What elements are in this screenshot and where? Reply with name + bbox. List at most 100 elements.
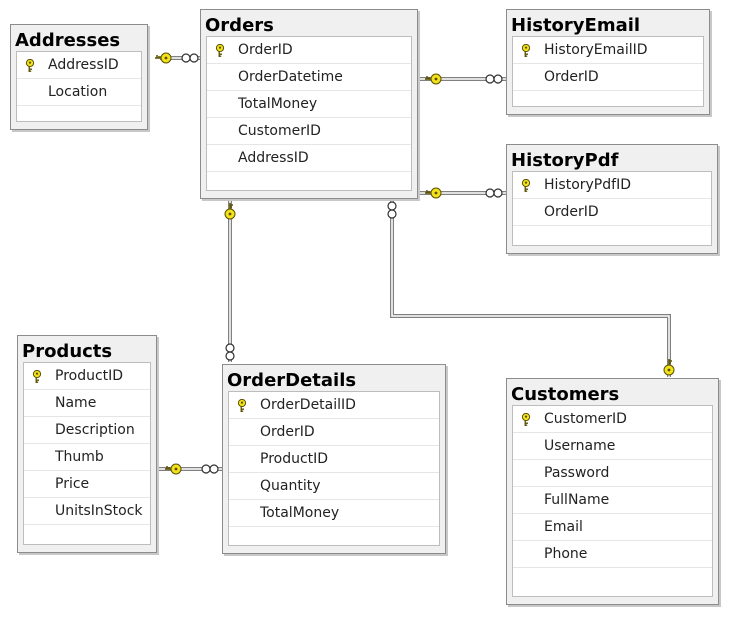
primary-key-icon	[521, 179, 531, 192]
column-row[interactable]: ProductID	[24, 363, 150, 390]
column-row[interactable]: Quantity	[229, 473, 439, 500]
column-name: Description	[55, 422, 135, 438]
primary-key-icon	[32, 370, 42, 383]
key-icon	[224, 203, 236, 220]
row-selector[interactable]	[24, 417, 49, 443]
many-icon	[201, 464, 219, 474]
column-row[interactable]: UnitsInStock	[24, 498, 150, 525]
row-selector[interactable]	[229, 392, 254, 418]
row-selector[interactable]	[229, 500, 254, 526]
row-selector[interactable]	[17, 79, 42, 105]
column-name: TotalMoney	[238, 96, 318, 112]
column-name: OrderDatetime	[238, 69, 343, 85]
column-row[interactable]: HistoryEmailID	[513, 37, 703, 64]
row-selector[interactable]	[24, 363, 49, 389]
column-row[interactable]: OrderDatetime	[207, 64, 411, 91]
column-row[interactable]: Description	[24, 417, 150, 444]
row-selector[interactable]	[513, 199, 538, 225]
column-row[interactable]: CustomerID	[513, 406, 712, 433]
column-name: CustomerID	[544, 411, 627, 427]
primary-key-icon	[521, 44, 531, 57]
column-row[interactable]: CustomerID	[207, 118, 411, 145]
column-row[interactable]: Username	[513, 433, 712, 460]
many-icon	[181, 53, 199, 63]
row-selector[interactable]	[513, 172, 538, 198]
column-name: TotalMoney	[260, 505, 340, 521]
column-name: OrderID	[260, 424, 315, 440]
row-selector[interactable]	[229, 473, 254, 499]
column-row[interactable]: AddressID	[207, 145, 411, 172]
column-row[interactable]: OrderID	[229, 419, 439, 446]
column-name: Username	[544, 438, 616, 454]
column-row[interactable]: OrderDetailID	[229, 392, 439, 419]
many-icon	[387, 201, 397, 219]
row-selector[interactable]	[24, 498, 49, 524]
column-name: AddressID	[48, 57, 119, 73]
column-row[interactable]: OrderID	[513, 64, 703, 91]
primary-key-icon	[237, 399, 247, 412]
column-row[interactable]: OrderID	[207, 37, 411, 64]
row-selector[interactable]	[24, 471, 49, 497]
column-list: HistoryPdfID OrderID	[512, 171, 712, 246]
column-name: AddressID	[238, 150, 309, 166]
column-row[interactable]: Price	[24, 471, 150, 498]
table-title: Products	[22, 341, 113, 362]
primary-key-icon	[521, 413, 531, 426]
row-selector[interactable]	[513, 541, 538, 567]
many-icon	[485, 74, 503, 84]
row-selector[interactable]	[207, 118, 232, 144]
primary-key-icon	[215, 44, 225, 57]
row-selector[interactable]	[207, 145, 232, 171]
column-name: Email	[544, 519, 583, 535]
column-row[interactable]: OrderID	[513, 199, 711, 226]
row-selector[interactable]	[513, 64, 538, 90]
column-row[interactable]: Password	[513, 460, 712, 487]
table-title: HistoryPdf	[511, 150, 619, 171]
column-row[interactable]: TotalMoney	[207, 91, 411, 118]
column-row[interactable]: TotalMoney	[229, 500, 439, 527]
row-selector[interactable]	[207, 64, 232, 90]
column-row[interactable]: HistoryPdfID	[513, 172, 711, 199]
row-selector[interactable]	[513, 406, 538, 432]
table-historypdf[interactable]: HistoryPdf HistoryPdfID OrderID	[506, 144, 718, 254]
column-name: Location	[48, 84, 108, 100]
row-selector[interactable]	[207, 91, 232, 117]
column-name: Phone	[544, 546, 588, 562]
column-name: OrderID	[544, 69, 599, 85]
column-name: UnitsInStock	[55, 503, 143, 519]
row-selector[interactable]	[513, 514, 538, 540]
row-selector[interactable]	[229, 446, 254, 472]
table-title: Customers	[511, 384, 620, 405]
row-selector[interactable]	[513, 37, 538, 63]
many-icon	[225, 343, 235, 361]
row-selector[interactable]	[513, 487, 538, 513]
column-name: OrderID	[544, 204, 599, 220]
row-selector[interactable]	[513, 460, 538, 486]
column-row[interactable]: Phone	[513, 541, 712, 568]
column-name: CustomerID	[238, 123, 321, 139]
key-icon	[425, 73, 442, 85]
column-row[interactable]: Location	[17, 79, 141, 106]
column-row[interactable]: AddressID	[17, 52, 141, 79]
row-selector[interactable]	[207, 37, 232, 63]
row-selector[interactable]	[229, 419, 254, 445]
column-row[interactable]: ProductID	[229, 446, 439, 473]
column-row[interactable]: Email	[513, 514, 712, 541]
row-selector[interactable]	[513, 433, 538, 459]
column-row[interactable]: FullName	[513, 487, 712, 514]
column-list: HistoryEmailID OrderID	[512, 36, 704, 107]
key-icon	[425, 187, 442, 199]
column-row[interactable]: Name	[24, 390, 150, 417]
row-selector[interactable]	[24, 444, 49, 470]
column-row[interactable]: Thumb	[24, 444, 150, 471]
key-icon	[663, 359, 675, 376]
row-selector[interactable]	[24, 390, 49, 416]
row-selector[interactable]	[17, 52, 42, 78]
